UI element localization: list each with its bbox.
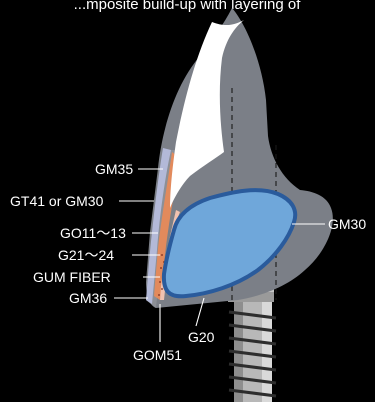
label-g20: G20 bbox=[188, 329, 215, 345]
label-gt41-or-gm30: GT41 or GM30 bbox=[10, 193, 104, 209]
label-gom51: GOM51 bbox=[133, 347, 182, 363]
header-text: ...mposite build-up with layering of bbox=[74, 0, 302, 13]
label-gm30: GM30 bbox=[328, 216, 366, 232]
label-go11-13: GO11〜13 bbox=[60, 225, 126, 241]
label-gum-fiber: GUM FIBER bbox=[33, 269, 111, 285]
label-gm35: GM35 bbox=[95, 161, 133, 177]
implant-screw bbox=[228, 288, 276, 402]
label-gm36: GM36 bbox=[69, 290, 107, 306]
label-g21-24: G21〜24 bbox=[58, 247, 114, 263]
